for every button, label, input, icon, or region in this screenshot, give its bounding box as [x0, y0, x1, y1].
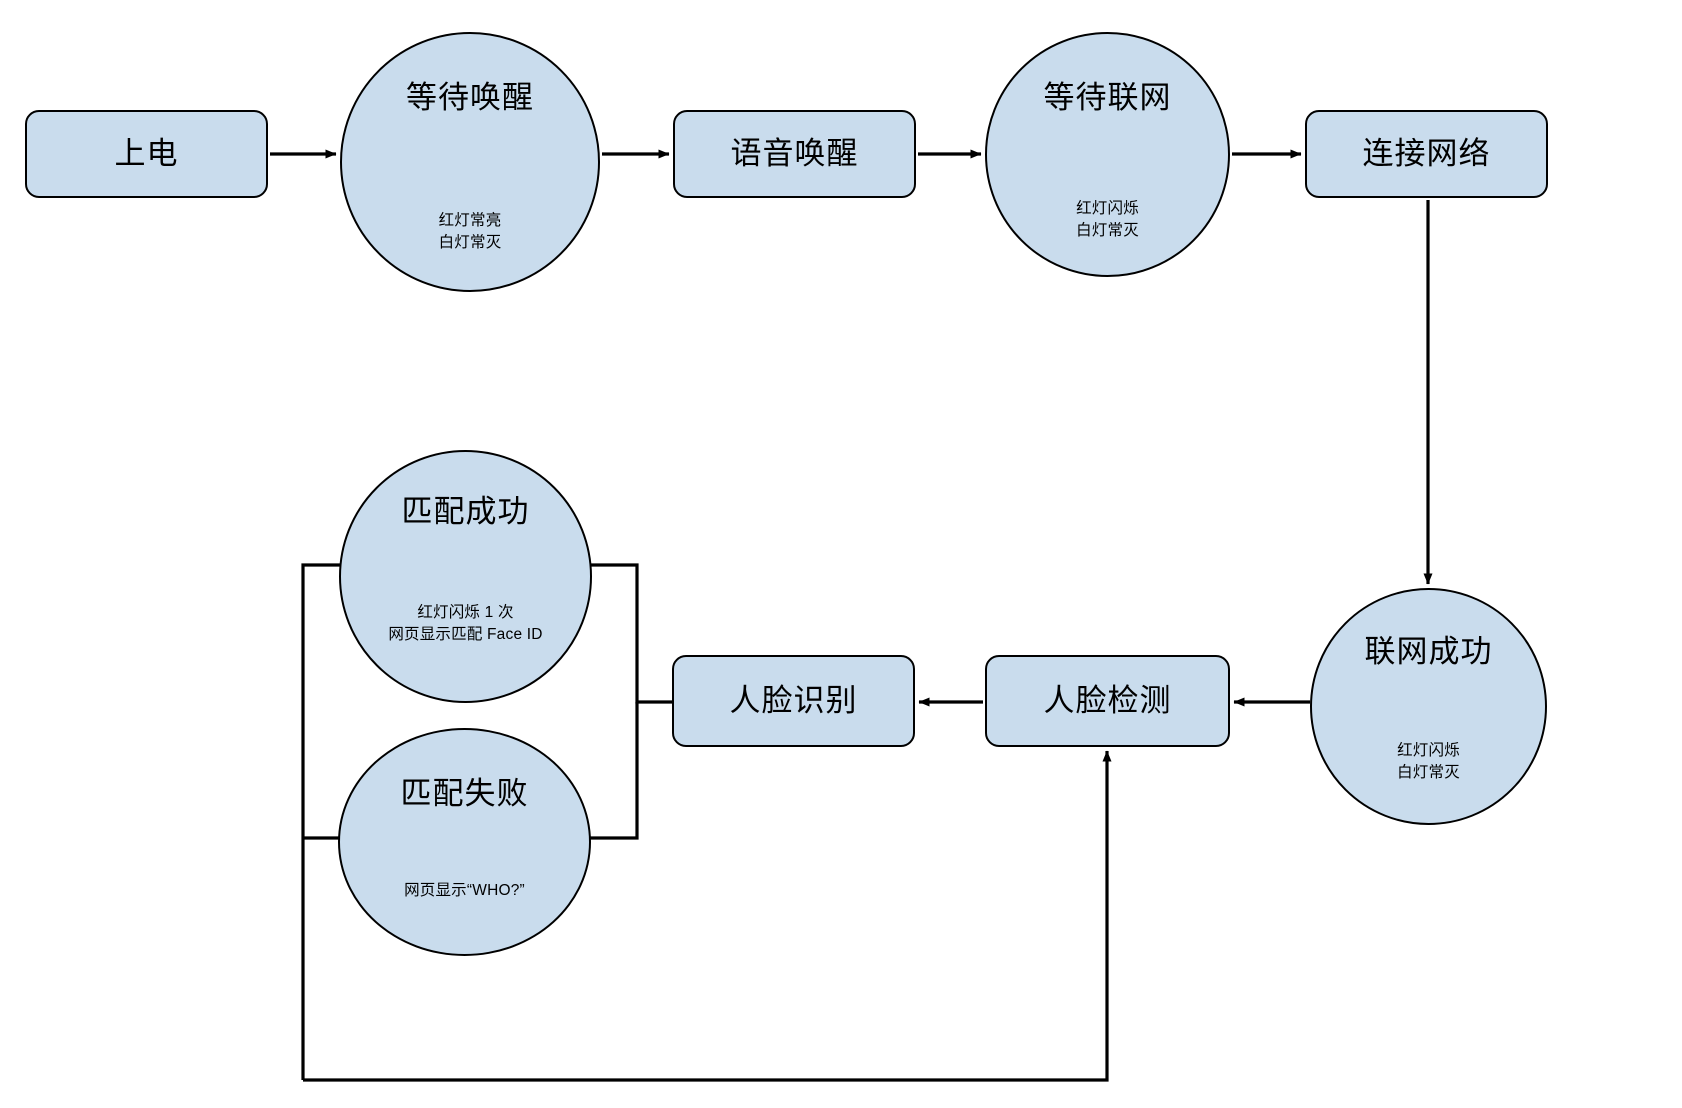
- node-waitwake-sublabel: 红灯常亮 白灯常灭: [438, 212, 502, 252]
- node-matchfail-label: 匹配失败: [400, 776, 529, 811]
- node-connectnet[interactable]: 连接网络: [1305, 110, 1548, 198]
- node-voicewake-label: 语音唤醒: [730, 136, 859, 172]
- node-netok-sublabel: 红灯闪烁 白灯常灭: [1397, 742, 1460, 782]
- node-facerecog[interactable]: 人脸识别: [672, 655, 915, 747]
- node-voicewake[interactable]: 语音唤醒: [673, 110, 916, 198]
- node-waitnet[interactable]: 等待联网 红灯闪烁 白灯常灭: [985, 32, 1230, 277]
- node-waitwake-label: 等待唤醒: [406, 80, 534, 115]
- node-matchok-sublabel: 红灯闪烁 1 次 网页显示匹配 Face ID: [388, 604, 543, 644]
- node-facerecog-label: 人脸识别: [729, 683, 858, 719]
- node-netok-label: 联网成功: [1364, 634, 1493, 669]
- node-poweron[interactable]: 上电: [25, 110, 268, 198]
- node-matchfail[interactable]: 匹配失败 网页显示“WHO?”: [338, 728, 591, 956]
- node-waitwake[interactable]: 等待唤醒 红灯常亮 白灯常灭: [340, 32, 600, 292]
- node-waitnet-sublabel: 红灯闪烁 白灯常灭: [1076, 200, 1139, 240]
- node-matchok-label: 匹配成功: [401, 494, 530, 529]
- node-poweron-label: 上电: [114, 136, 179, 172]
- node-facedetect[interactable]: 人脸检测: [985, 655, 1230, 747]
- node-matchok[interactable]: 匹配成功 红灯闪烁 1 次 网页显示匹配 Face ID: [339, 450, 592, 703]
- node-facedetect-label: 人脸检测: [1043, 683, 1172, 719]
- node-matchfail-sublabel: 网页显示“WHO?”: [404, 882, 525, 899]
- node-netok[interactable]: 联网成功 红灯闪烁 白灯常灭: [1310, 588, 1547, 825]
- node-connectnet-label: 连接网络: [1362, 136, 1491, 172]
- node-waitnet-label: 等待联网: [1043, 80, 1172, 115]
